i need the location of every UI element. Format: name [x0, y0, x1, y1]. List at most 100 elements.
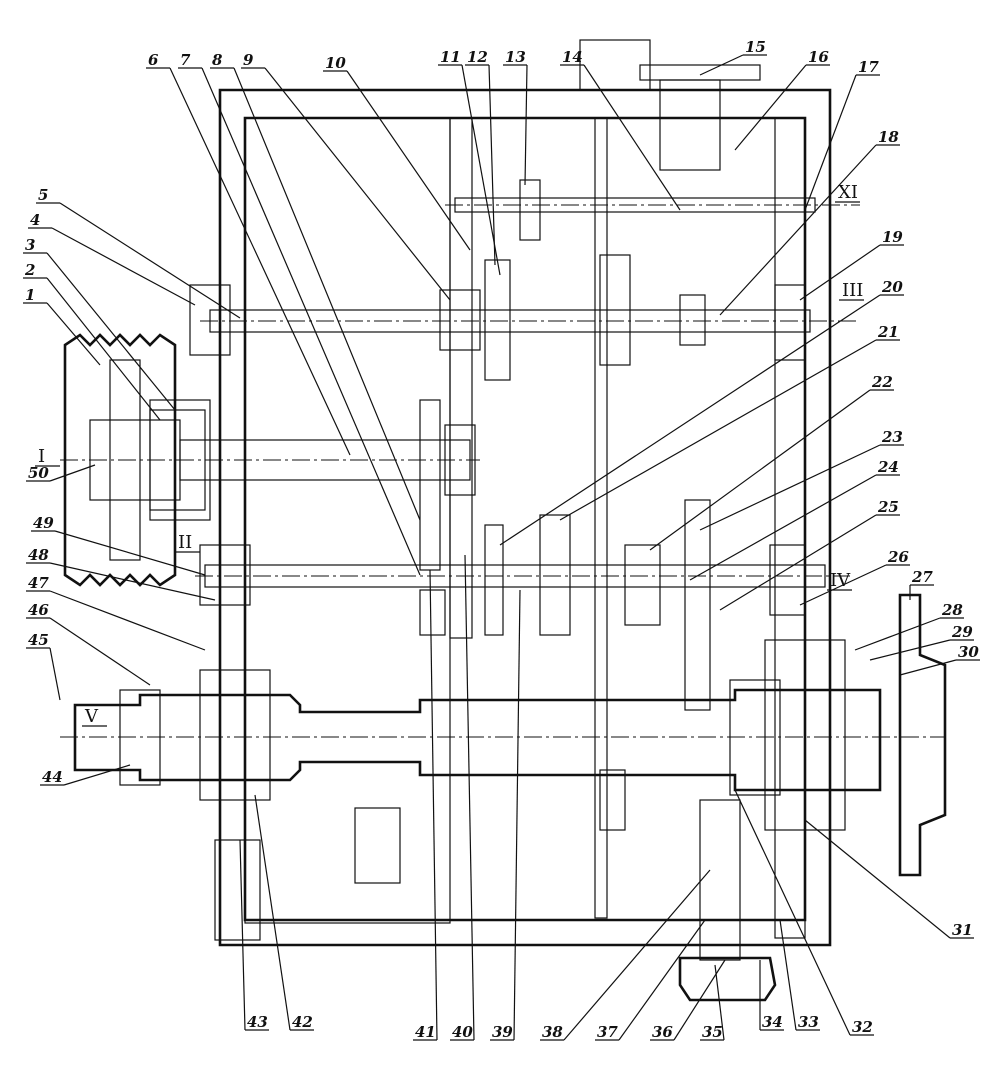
leader-line [49, 464, 96, 482]
shaft-label: V [84, 706, 99, 727]
inner-wall-right [774, 117, 806, 939]
cover-plate [354, 807, 401, 884]
leader-line [499, 294, 881, 546]
leader-line [513, 589, 521, 1041]
top-handle-housing [659, 79, 721, 171]
leader-line [201, 67, 421, 576]
part-number-label: 13 [505, 48, 526, 66]
part-number-label: 44 [42, 768, 63, 786]
housing [214, 39, 832, 947]
leader-line [804, 74, 857, 211]
leader-line [49, 617, 151, 686]
shafts [60, 197, 945, 792]
leader-line [799, 244, 881, 301]
leader-line [46, 252, 176, 411]
leader-line [49, 562, 216, 601]
leader-line [719, 514, 877, 611]
part-number-label: 10 [325, 54, 346, 72]
part-number-label: 20 [881, 278, 903, 296]
part-number-label: 50 [28, 464, 49, 482]
part-number-label: 36 [652, 1023, 673, 1041]
part-number-label: 22 [871, 373, 893, 391]
leader-line [49, 647, 61, 701]
leader-line [714, 964, 725, 1041]
part-number-label: 37 [597, 1023, 618, 1041]
part-number-label: 5 [38, 186, 48, 204]
leader-lines [23, 54, 980, 1041]
leader-line [54, 530, 206, 576]
leader-line [854, 617, 941, 651]
part-number-label: 9 [243, 51, 254, 69]
leader-line [63, 764, 131, 786]
part-number-label: 11 [440, 48, 461, 66]
shaft-label: XI [838, 182, 858, 203]
part-number-label: 34 [762, 1013, 783, 1031]
shaft-label: III [842, 280, 863, 301]
leader-line [429, 569, 438, 1041]
leader-line [618, 919, 706, 1041]
part-number-label: 25 [877, 498, 899, 516]
leader-line [734, 64, 807, 151]
leader-line [869, 639, 951, 661]
part-number-label: 35 [702, 1023, 723, 1041]
leader-line [699, 54, 744, 76]
shaft-label: I [38, 446, 45, 467]
part-number-label: 43 [247, 1013, 268, 1031]
part-number-label: 12 [467, 48, 488, 66]
leader-line [899, 659, 957, 676]
shaft-label: II [178, 532, 192, 553]
leader-line [719, 144, 877, 316]
leader-line [649, 389, 871, 551]
leader-line [559, 339, 877, 521]
part-number-label: 14 [562, 48, 583, 66]
leader-line [51, 227, 196, 306]
foot [214, 839, 261, 941]
leader-line [264, 67, 451, 301]
part-number-label: 46 [28, 601, 49, 619]
part-number-label: 38 [542, 1023, 563, 1041]
leader-line [524, 64, 528, 186]
leader-line [689, 474, 877, 581]
part-number-label: 47 [28, 574, 49, 592]
inner-wall-left [449, 117, 473, 639]
leader-line [46, 302, 101, 366]
part-number-label: 48 [28, 546, 49, 564]
part-number-label: 7 [180, 51, 191, 69]
part-number-label: 24 [877, 458, 899, 476]
inner-wall-mid [594, 117, 608, 919]
part-number-label: 4 [30, 211, 40, 229]
leader-line [779, 919, 797, 1031]
part-number-label: 18 [878, 128, 899, 146]
part-number-label: 23 [881, 428, 903, 446]
part-number-label: 39 [492, 1023, 513, 1041]
part-number-label: 26 [887, 548, 909, 566]
part-number-label: 21 [877, 323, 899, 341]
part-number-label: 28 [941, 601, 963, 619]
leader-line [699, 444, 881, 531]
leader-line [488, 64, 496, 266]
leader-line [46, 277, 161, 421]
leader-line [673, 959, 726, 1041]
leader-line [233, 67, 421, 521]
part-number-label: 42 [292, 1013, 313, 1031]
part-number-label: 15 [745, 38, 766, 56]
part-number-label: 29 [951, 623, 973, 641]
leader-line [563, 869, 711, 1041]
leader-line [734, 789, 851, 1036]
part-number-label: 31 [952, 921, 973, 939]
handle-15 [639, 64, 761, 81]
shaft-label: IV [830, 570, 851, 591]
part-number-label: 40 [452, 1023, 473, 1041]
leader-line [464, 554, 475, 1041]
leader-line [583, 64, 681, 211]
part-number-label: 3 [25, 236, 35, 254]
part-number-label: 30 [958, 643, 979, 661]
lower-shaft [699, 799, 741, 961]
leader-line [49, 590, 206, 651]
gears-and-bearings [119, 64, 947, 1002]
part-number-label: 49 [33, 514, 54, 532]
faceplate-flange [898, 593, 947, 877]
leader-line [254, 794, 291, 1031]
